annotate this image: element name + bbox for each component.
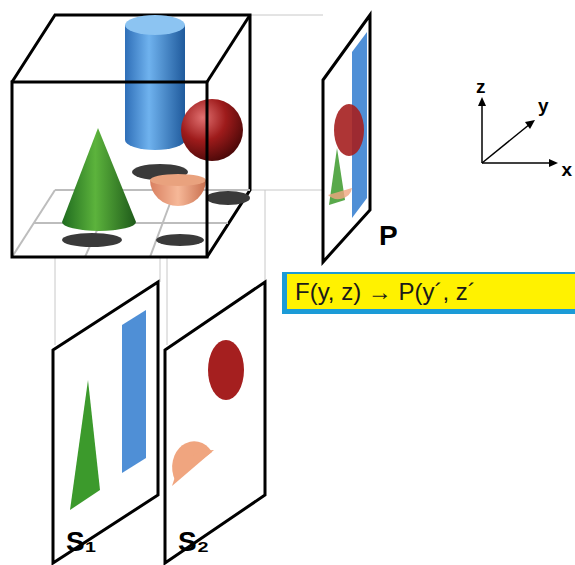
slice-plane-s1 — [53, 282, 158, 563]
sphere — [181, 99, 243, 161]
projection-plane-p — [323, 15, 370, 262]
plane-label: S₂ — [178, 528, 209, 556]
axis-label: x — [561, 160, 572, 179]
cube-frame — [12, 15, 250, 257]
slice-plane-s2 — [165, 282, 265, 563]
cone — [62, 128, 136, 231]
axes — [478, 97, 558, 167]
axis-label: z — [476, 77, 486, 96]
plane-label: S₁ — [66, 528, 96, 556]
cube-front — [12, 82, 207, 257]
axis-label: y — [538, 96, 549, 115]
plane-label: P — [379, 222, 398, 250]
hemisphere-bowl — [150, 174, 206, 206]
formula-box: F(y, z) → P(y´, z´ — [282, 272, 575, 314]
formula-text: F(y, z) → P(y´, z´ — [295, 278, 476, 306]
